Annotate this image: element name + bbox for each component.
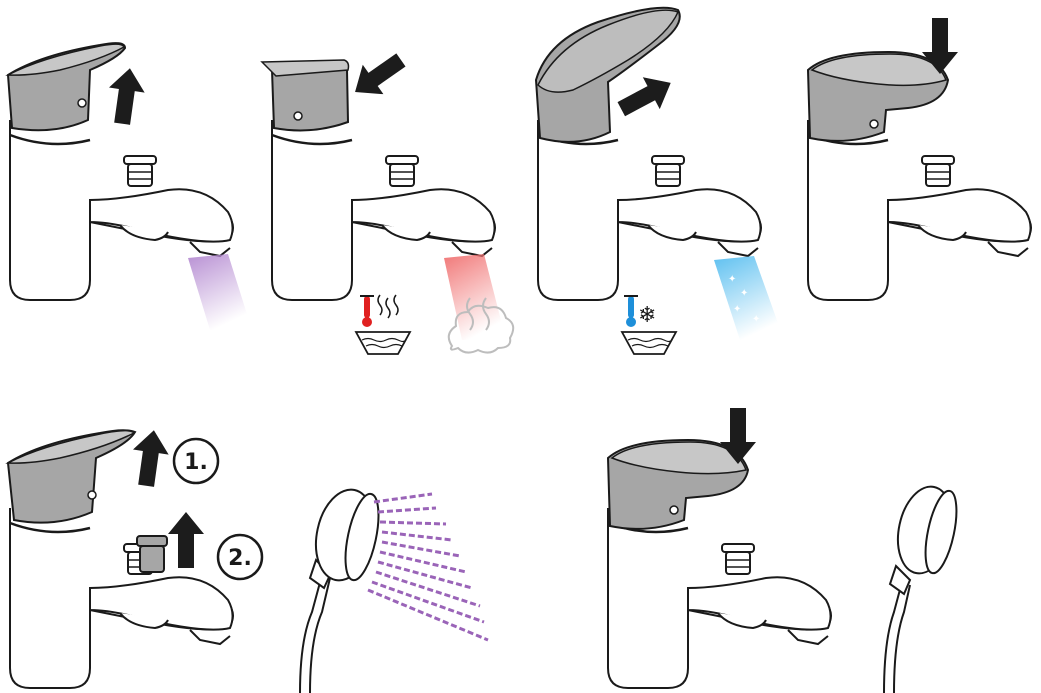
panel-3-cold-water: ✦ ✦ ✦ ✦ ❄ [536, 8, 784, 354]
arrow-left-icon [345, 45, 412, 107]
shower-spray [368, 494, 488, 640]
lever-arrow-up-icon [128, 428, 171, 488]
step-2-label: 2. [228, 546, 252, 571]
mixed-water-stream [188, 254, 252, 330]
svg-text:❄: ❄ [638, 303, 656, 328]
panel-6-off [608, 408, 962, 693]
hand-shower-idle-icon [884, 482, 962, 693]
panel-5-shower-mode: 1. 2. [8, 428, 488, 693]
step-1-badge: 1. [174, 439, 218, 483]
cold-water-stream [714, 256, 784, 340]
hot-water-symbol-icon [356, 295, 410, 354]
panel-2-hot-water [262, 45, 513, 354]
panel-4-off [808, 18, 1031, 300]
svg-text:✦: ✦ [728, 274, 736, 285]
panel-1-lift-lever-up [8, 43, 252, 330]
diverter-arrow-up-icon [168, 512, 204, 568]
cold-water-symbol-icon: ❄ [622, 296, 676, 354]
svg-text:✦: ✦ [740, 288, 748, 299]
svg-text:✦: ✦ [733, 304, 741, 315]
step-2-badge: 2. [218, 535, 262, 579]
svg-text:✦: ✦ [752, 314, 760, 325]
arrow-up-icon [104, 66, 147, 126]
hand-shower-spraying-icon [300, 484, 488, 693]
step-1-label: 1. [184, 450, 208, 475]
arrow-right-icon [613, 67, 679, 125]
